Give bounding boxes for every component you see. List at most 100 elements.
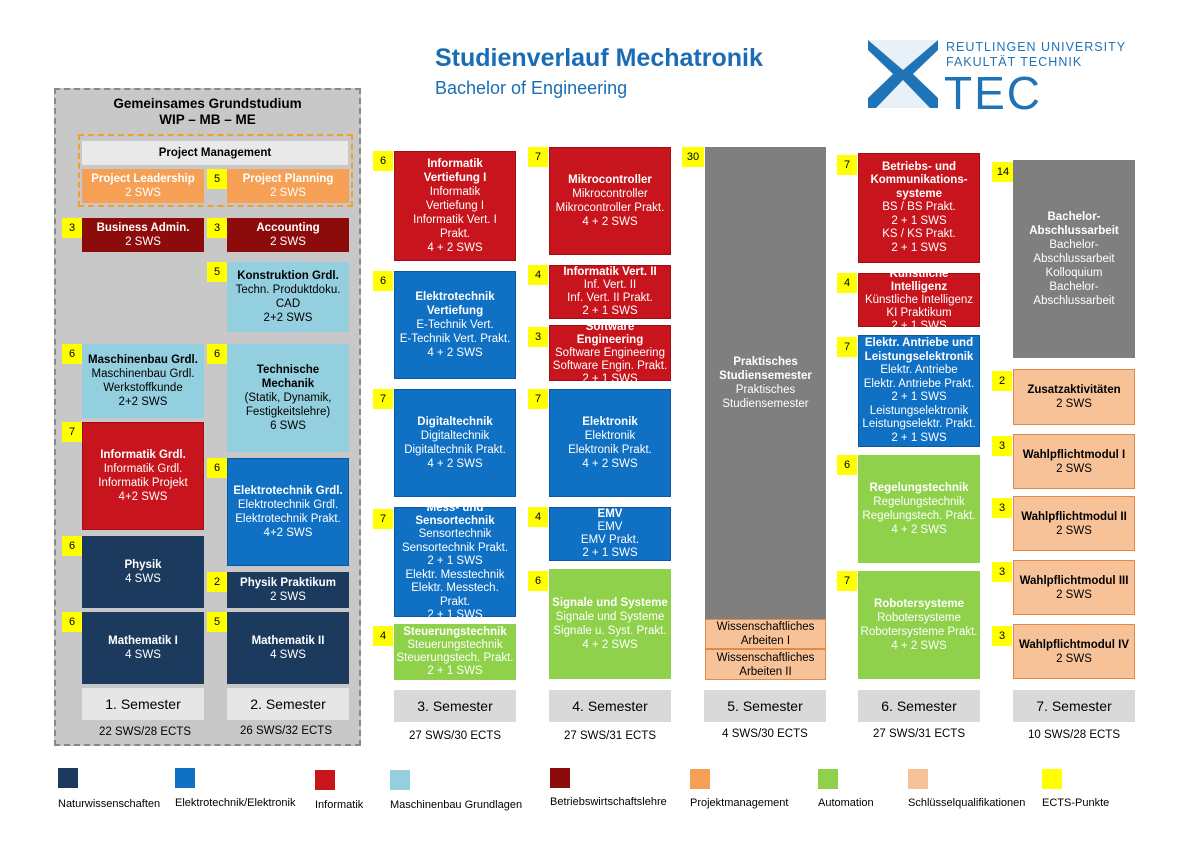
module-line: Signale u. Syst. Prakt. <box>553 625 667 637</box>
ects-badge: 6 <box>837 455 857 475</box>
module-title: Wahlpflichtmodul I <box>1022 448 1126 461</box>
module-mathematik-2[interactable]: Mathematik II 4 SWS <box>227 612 349 684</box>
module-maschinenbau[interactable]: Maschinenbau Grdl. Maschinenbau Grdl. We… <box>82 344 204 418</box>
ects-badge: 4 <box>373 626 393 646</box>
semester-label: 6. Semester <box>858 690 980 722</box>
ects-badge: 2 <box>992 371 1012 391</box>
module-software-engineering[interactable]: Software Engineering Software Engineerin… <box>549 321 671 385</box>
module-project-leadership[interactable]: Project Leadership 2 SWS <box>82 169 204 203</box>
ects-badge: 4 <box>528 265 548 285</box>
module-line: EMV Prakt. <box>580 534 640 546</box>
module-elektrotechnik-vertiefung[interactable]: Elektrotechnik Vertiefung E-Technik Vert… <box>394 271 516 379</box>
module-robotersysteme[interactable]: Robotersysteme Robotersysteme Robotersys… <box>858 571 980 679</box>
module-line: Leistungselektr. Prakt. <box>862 418 976 430</box>
module-emv[interactable]: EMV EMV EMV Prakt. 2 + 1 SWS <box>549 507 671 561</box>
module-line: Inf. Vert. II Prakt. <box>567 292 653 304</box>
module-title-2: Vertiefung I <box>423 172 487 184</box>
module-project-planning[interactable]: Project Planning 2 SWS <box>227 169 349 203</box>
module-wissenschaftliches-arbeiten-1[interactable]: Wissenschaftliches Arbeiten I <box>705 619 826 649</box>
module-title: Digitaltechnik <box>417 416 493 428</box>
ects-badge: 14 <box>992 162 1014 182</box>
module-line: Informatik Vert. I Prakt. <box>413 214 497 240</box>
legend-label: Informatik <box>315 799 364 811</box>
ects-badge: 7 <box>373 509 393 529</box>
ects-badge: 6 <box>528 571 548 591</box>
module-physik[interactable]: Physik 4 SWS <box>82 536 204 608</box>
module-line: Inf. Vert. II <box>583 279 637 291</box>
module-title: Betriebs- und <box>881 160 957 173</box>
legend-swatch-projektmanagement <box>690 769 710 789</box>
module-title-2: Abschlussarbeit <box>1029 225 1119 237</box>
module-accounting[interactable]: Accounting 2 SWS <box>227 218 349 252</box>
module-sws: 2 + 1 SWS <box>427 665 483 677</box>
module-wahlpflicht-2[interactable]: Wahlpflichtmodul II 2 SWS <box>1013 496 1135 551</box>
module-wahlpflicht-4[interactable]: Wahlpflichtmodul IV 2 SWS <box>1013 624 1135 679</box>
module-praktisches-studiensemester[interactable]: Praktisches Studiensemester Praktisches … <box>705 147 826 619</box>
module-mikrocontroller[interactable]: Mikrocontroller Mikrocontroller Mikrocon… <box>549 147 671 255</box>
module-business-admin[interactable]: Business Admin. 2 SWS <box>82 218 204 252</box>
ects-badge: 6 <box>373 271 393 291</box>
module-title: Informatik <box>427 158 483 170</box>
module-line: Elektrotechnik Prakt. <box>235 513 341 525</box>
ects-badge: 7 <box>528 389 548 409</box>
module-title: Signale und Systeme <box>552 597 668 609</box>
legend-label: Schlüsselqualifikationen <box>908 797 1026 809</box>
module-elektrotechnik-grdl[interactable]: Elektrotechnik Grdl. Elektrotechnik Grdl… <box>227 458 349 566</box>
module-mathematik-1[interactable]: Mathematik I 4 SWS <box>82 612 204 684</box>
module-bachelor-abschlussarbeit[interactable]: Bachelor- Abschlussarbeit Bachelor- Absc… <box>1013 160 1135 358</box>
module-title-2: Kommunikations- <box>870 174 968 187</box>
module-line: Techn. Produktdoku. <box>235 284 341 296</box>
ects-badge: 5 <box>207 169 227 189</box>
ects-badge: 6 <box>207 458 227 478</box>
module-betriebs-kommunikationssysteme[interactable]: Betriebs- und Kommunikations- systeme BS… <box>858 153 980 263</box>
module-line: Maschinenbau Grdl. <box>91 368 195 380</box>
module-sws: 2 + 1 SWS <box>582 372 638 385</box>
module-sws: 2 + 1 SWS <box>582 305 638 317</box>
module-title: Project Planning <box>242 173 334 185</box>
module-signale-systeme[interactable]: Signale und Systeme Signale und Systeme … <box>549 569 671 679</box>
module-digitaltechnik[interactable]: Digitaltechnik Digitaltechnik Digitaltec… <box>394 389 516 497</box>
module-line: Künstliche Intelligenz <box>864 293 974 306</box>
module-informatik-grdl[interactable]: Informatik Grdl. Informatik Grdl. Inform… <box>82 422 204 530</box>
module-elektronik[interactable]: Elektronik Elektronik Elektronik Prakt. … <box>549 389 671 497</box>
module-elektr-antriebe[interactable]: Elektr. Antriebe und Leistungselektronik… <box>858 335 980 447</box>
module-title: Wissenschaftliches <box>716 651 815 664</box>
module-line: Informatik Grdl. <box>103 463 183 475</box>
module-line: Informatik Projekt <box>98 477 188 489</box>
module-title-2: Leistungselektronik <box>864 350 974 363</box>
module-physik-praktikum[interactable]: Physik Praktikum 2 SWS <box>227 572 349 608</box>
module-line: Bachelor- <box>1049 239 1099 251</box>
module-title-3: systeme <box>895 187 943 200</box>
module-wahlpflicht-3[interactable]: Wahlpflichtmodul III 2 SWS <box>1013 560 1135 615</box>
semester-ects: 27 SWS/31 ECTS <box>563 730 657 742</box>
module-line: Arbeiten II <box>739 665 792 678</box>
module-informatik-vertiefung-1[interactable]: Informatik Vertiefung I Informatik Verti… <box>394 151 516 261</box>
legend-label: Naturwissenschaften <box>58 798 161 810</box>
module-sws: 2 + 1 SWS <box>891 319 947 332</box>
module-regelungstechnik[interactable]: Regelungstechnik Regelungstechnik Regelu… <box>858 455 980 563</box>
ects-badge: 7 <box>528 147 548 167</box>
legend-label: Elektrotechnik/Elektronik <box>175 797 296 809</box>
module-sws: 2+2 SWS <box>263 312 313 324</box>
module-technische-mechanik[interactable]: Technische Mechanik (Statik, Dynamik, Fe… <box>227 344 349 452</box>
module-zusatzaktivitaeten[interactable]: Zusatzaktivitäten 2 SWS <box>1013 369 1135 425</box>
module-wissenschaftliches-arbeiten-2[interactable]: Wissenschaftliches Arbeiten II <box>705 649 826 680</box>
module-sws: 2 SWS <box>1056 652 1092 665</box>
semester-ects: 10 SWS/28 ECTS <box>1027 729 1121 741</box>
module-konstruktion[interactable]: Konstruktion Grdl. Techn. Produktdoku. C… <box>227 262 349 332</box>
module-line: Arbeiten I <box>740 635 791 647</box>
module-steuerungstechnik[interactable]: Steuerungstechnik Steuerungstechnik Steu… <box>394 624 516 680</box>
module-line: Regelungstechnik <box>873 496 965 508</box>
module-sws: 2 SWS <box>125 236 161 248</box>
module-line: Werkstoffkunde <box>103 382 183 394</box>
module-informatik-vertiefung-2[interactable]: Informatik Vert. II Inf. Vert. II Inf. V… <box>549 265 671 319</box>
module-line: Software Engineering <box>555 346 665 359</box>
module-title: Informatik Grdl. <box>100 449 186 461</box>
module-kuenstliche-intelligenz[interactable]: Künstliche Intelligenz Künstliche Intell… <box>858 268 980 332</box>
semester-ects: 27 SWS/31 ECTS <box>872 728 966 740</box>
module-wahlpflicht-1[interactable]: Wahlpflichtmodul I 2 SWS <box>1013 434 1135 489</box>
module-line: KI Praktikum <box>886 306 952 319</box>
module-sws: 4 + 2 SWS <box>891 640 947 652</box>
module-line: Regelungstech. Prakt. <box>862 510 976 522</box>
module-mess-sensortechnik[interactable]: Mess- und Sensortechnik Sensortechnik Se… <box>394 502 516 621</box>
